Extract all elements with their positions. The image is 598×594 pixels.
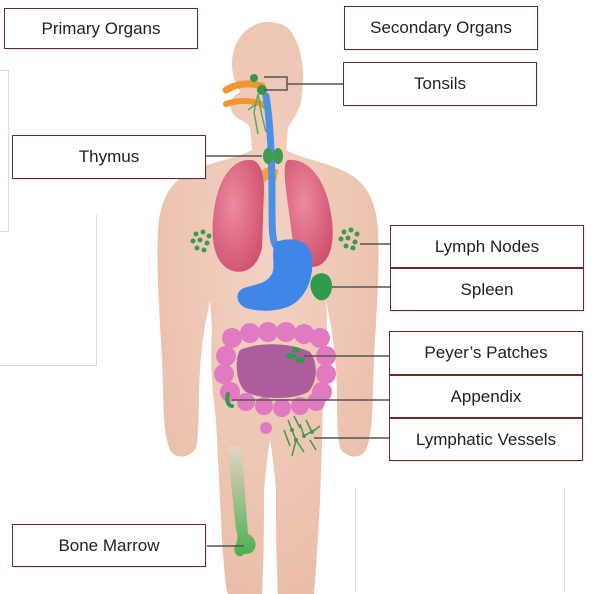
primary-organs-label: Primary Organs xyxy=(4,8,198,49)
peyers-patches-label: Peyer’s Patches xyxy=(389,331,583,375)
tonsil-node xyxy=(257,85,267,95)
peyers-patch xyxy=(295,357,305,363)
thymus-label: Thymus xyxy=(12,135,206,179)
appendix-label: Appendix xyxy=(389,375,583,418)
secondary-organs-label: Secondary Organs xyxy=(344,6,538,50)
left-lung xyxy=(212,159,264,272)
tonsils-label: Tonsils xyxy=(343,62,537,106)
leg-bone xyxy=(228,445,256,557)
connector-lines xyxy=(206,76,391,547)
right-lymph-node-cluster xyxy=(338,227,360,251)
throat-structure xyxy=(222,80,266,94)
background-fragment-bottom-right xyxy=(355,488,565,592)
tonsil-node xyxy=(250,74,258,82)
spleen-label: Spleen xyxy=(390,268,584,311)
appendix-organ xyxy=(225,392,234,408)
groin-lymph-nodes xyxy=(290,428,314,442)
esophagus xyxy=(262,92,280,250)
background-fragment-left xyxy=(0,70,9,232)
small-intestine xyxy=(236,344,316,398)
thymus-gland xyxy=(263,148,273,164)
peyers-patch xyxy=(292,347,300,353)
lymphatic-vessels-label: Lymphatic Vessels xyxy=(389,418,583,461)
thymus-gland xyxy=(273,148,283,164)
background-fragment-left-lower xyxy=(0,215,97,366)
spleen-organ xyxy=(310,273,332,301)
stomach xyxy=(237,239,313,311)
lymph-nodes-label: Lymph Nodes xyxy=(390,225,584,268)
bone-marrow-label: Bone Marrow xyxy=(12,524,206,567)
neck-lymph-vessels xyxy=(247,93,269,135)
peyers-patch xyxy=(286,353,296,359)
large-intestine xyxy=(214,322,336,434)
left-lymph-node-cluster xyxy=(190,229,212,253)
